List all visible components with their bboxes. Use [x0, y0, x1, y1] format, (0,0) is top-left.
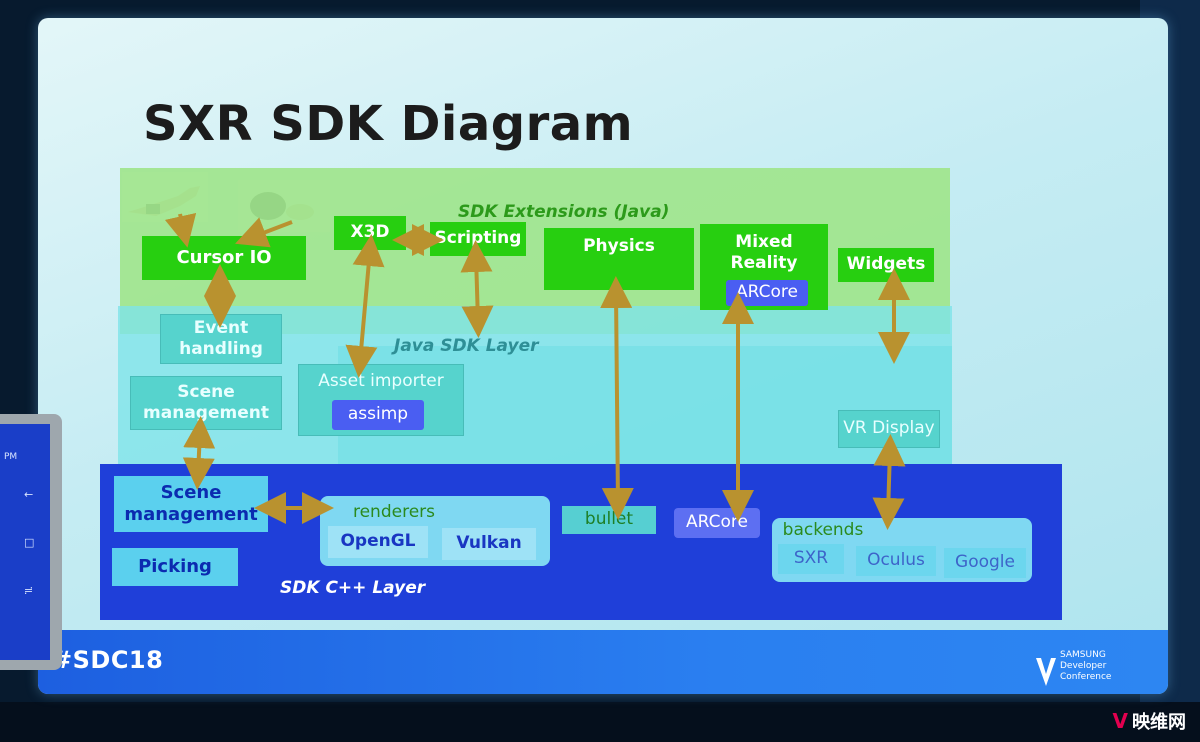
conference-logo-icon [1036, 658, 1056, 686]
sdk-cpp-label: SDK C++ Layer [280, 578, 426, 598]
java-sdk-label: Java SDK Layer [394, 336, 539, 356]
watermark-logo-icon: V [1112, 709, 1128, 733]
phone-recent-icon: ≓ [24, 584, 34, 597]
brand-line-1: SAMSUNG [1060, 650, 1106, 660]
assimp-box: assimp [332, 400, 424, 430]
sdk-extensions-label: SDK Extensions (Java) [458, 202, 670, 222]
picking-box: Picking [112, 548, 238, 586]
phone-status-time: PM [4, 452, 18, 462]
controller-to-cursor-arrow [235, 217, 293, 248]
java-scene-line1: Scene [177, 381, 235, 402]
sxr-backend-box: SXR [778, 544, 844, 574]
scene-scene-arrow [182, 416, 216, 490]
renderers-label: renderers [352, 502, 436, 523]
scripting-java-arrow [460, 240, 494, 338]
slide-footer: #SDC18 SAMSUNG Developer Conference [38, 630, 1168, 694]
google-backend-box: Google [944, 548, 1026, 578]
samsung-developer-conference-logo: SAMSUNG Developer Conference [1034, 650, 1144, 690]
sdc18-hashtag: #SDC18 [52, 646, 164, 674]
connector-layer [164, 212, 910, 530]
phone-home-icon: □ [24, 536, 35, 549]
oculus-backend-box: Oculus [856, 546, 936, 576]
java-scene-management-box: Scene management [130, 376, 282, 430]
physics-bullet-arrow [600, 276, 634, 520]
brand-line-3: Conference [1060, 672, 1112, 682]
phone-screen: PM ← □ ≓ [0, 424, 50, 660]
mixed-reality-line1: Mixed [735, 232, 793, 252]
cpp-scene-line2: management [124, 504, 258, 525]
slide-title: SXR SDK Diagram [143, 96, 634, 152]
hand-to-cursor-arrow [164, 212, 197, 248]
phone-back-icon: ← [24, 488, 34, 501]
room-floor [0, 702, 1200, 742]
watermark: V 映维网 [1113, 708, 1186, 734]
projector-screen: SXR SDK Diagram SDK Extensions (Java) Ja… [38, 18, 1168, 694]
event-handling-line2: handling [179, 339, 263, 359]
backends-label: backends [782, 520, 864, 541]
java-scene-line2: management [143, 403, 269, 423]
x3d-assimp-arrow [345, 234, 385, 378]
mixed-reality-line2: Reality [730, 253, 798, 274]
phone-device: PM ← □ ≓ [0, 414, 62, 670]
vulkan-box: Vulkan [442, 528, 536, 560]
vrdisplay-backends-arrow [872, 434, 906, 530]
watermark-text: 映维网 [1132, 712, 1186, 733]
brand-line-2: Developer [1060, 661, 1107, 671]
opengl-box: OpenGL [328, 526, 428, 558]
